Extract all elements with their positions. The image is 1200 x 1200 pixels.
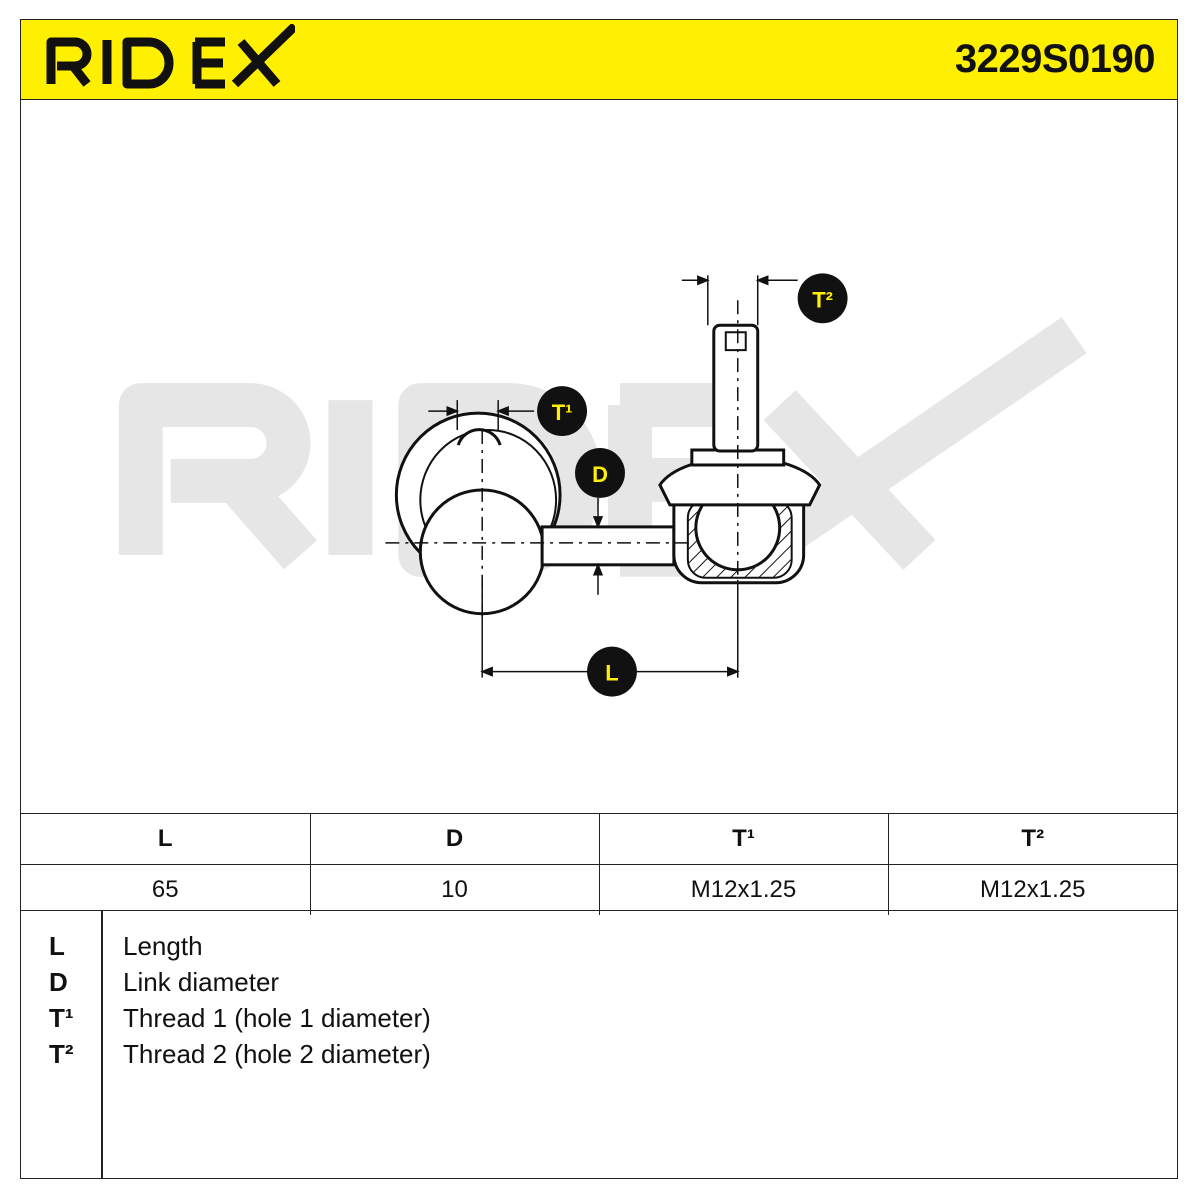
legend-description: Thread 1 (hole 1 diameter) (123, 1003, 431, 1033)
spec-value-row: 65 10 M12x1.25 M12x1.25 (21, 864, 1177, 915)
svg-text:D: D (592, 462, 608, 487)
legend-description: Thread 2 (hole 2 diameter) (123, 1039, 431, 1069)
spec-value-d: 10 (310, 864, 600, 915)
legend-divider (101, 911, 103, 1179)
spec-header-t2: T² (888, 814, 1177, 865)
callout-t2: T² (797, 273, 848, 324)
spec-header-l: L (21, 814, 311, 865)
spec-header-row: L D T¹ T² (21, 814, 1177, 865)
svg-text:L: L (605, 661, 618, 686)
link-rod (540, 525, 676, 567)
spec-value-l: 65 (21, 864, 311, 915)
spec-value-t1: M12x1.25 (599, 864, 889, 915)
legend-symbol: L (49, 931, 65, 961)
spec-value-t2: M12x1.25 (980, 876, 1086, 903)
svg-text:T²: T² (812, 287, 833, 312)
legend-description: Link diameter (123, 967, 280, 997)
legend-symbol: T¹ (49, 1003, 74, 1033)
right-ball-joint (658, 323, 822, 585)
legend-symbol: D (49, 967, 68, 997)
legend-symbol: T² (49, 1039, 74, 1069)
legend: L Length D Link diameter T¹ Thread 1 (ho… (21, 911, 1177, 1179)
spec-header-d: D (310, 814, 600, 865)
part-number: 3229S0190 (954, 37, 1156, 81)
svg-text:T¹: T¹ (552, 400, 573, 425)
brand-logo (46, 24, 295, 89)
spec-header-t1: T¹ (599, 814, 889, 865)
watermark-logo (118, 317, 1087, 577)
technical-drawing: T² T¹ D L (118, 273, 1087, 697)
header-bar: 3229S0190 (21, 20, 1177, 100)
legend-description: Length (123, 931, 203, 961)
callout-t1: T¹ (537, 386, 588, 437)
callout-l: L (587, 646, 637, 697)
dimension-lines (428, 275, 798, 678)
datasheet: 3229S0190 (20, 19, 1178, 1179)
callout-d: D (575, 448, 625, 498)
left-ball-joint (394, 411, 562, 616)
spec-table: L D T¹ T² 65 10 M12x1.25 M12x1.25 (21, 813, 1177, 915)
